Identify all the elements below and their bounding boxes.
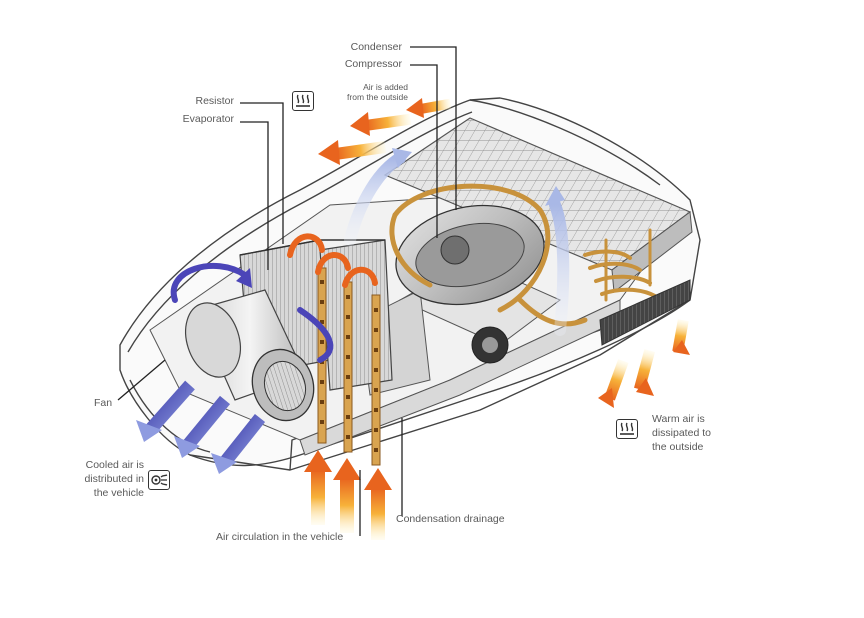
heat-waves-icon [292,91,314,111]
light-air-arrows [344,148,570,336]
condenser-coil [583,228,657,302]
cooled-air-label: Cooled air is distributed in the vehicle [84,459,144,500]
condensation-drainage-label: Condensation drainage [396,513,505,525]
blower-fan [185,289,315,422]
compressor [389,183,588,364]
fan-label: Fan [94,397,113,409]
condenser-label: Condenser [350,41,402,53]
leader-lines [117,46,457,536]
return-air-arrows [170,263,334,363]
return-air-arrowhead [236,268,252,288]
heat-waves-icon [616,419,638,439]
resistor-label: Resistor [195,95,234,107]
outside-air-arrows [318,98,452,165]
warm-air-arrows [598,319,690,408]
warm-air-label: Warm air is dissipated to the outside [652,413,711,454]
fan-airflow-icon [148,470,170,490]
air-added-label: Air is added from the outside [347,82,408,103]
evaporator-label: Evaporator [182,113,234,125]
heat-curl-arrows [287,233,378,288]
cooled-air-arrows [136,380,266,474]
circulation-air-arrows [304,450,392,540]
air-circulation-label: Air circulation in the vehicle [216,531,344,543]
compressor-label: Compressor [344,58,402,70]
rear-vent [599,279,691,346]
